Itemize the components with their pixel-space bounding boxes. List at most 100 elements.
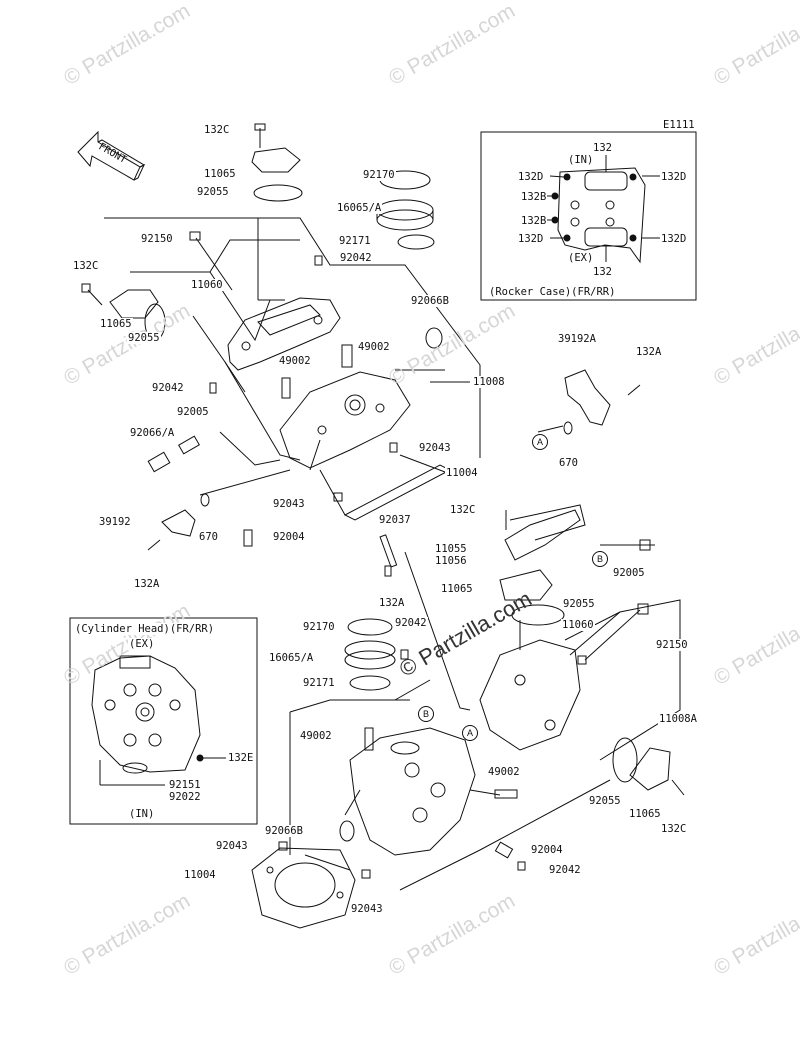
- part-label: 49002: [299, 730, 333, 742]
- cylinder-head-inset-frame: [69, 617, 258, 825]
- gasket-11004-b: [251, 847, 356, 929]
- clamp-92170-b: [347, 618, 393, 636]
- part-label: 92066/A: [129, 427, 176, 439]
- part-label: (IN): [128, 808, 156, 820]
- part-label: 92042: [339, 252, 373, 264]
- part-label: 132E: [227, 752, 255, 764]
- gasket-92055-c: [511, 604, 565, 626]
- part-label: 132D: [517, 171, 545, 183]
- part-label: 92004: [530, 844, 564, 856]
- part-label: 49002: [278, 355, 312, 367]
- rocker-inset-title: (Rocker Case)(FR/RR): [488, 286, 617, 298]
- gasket-92055-d: [612, 737, 638, 783]
- cylinder-head-inset-drawing: [91, 655, 226, 786]
- part-label: 11060: [190, 279, 224, 291]
- part-label: 670: [198, 531, 219, 543]
- part-label: 16065/A: [268, 652, 315, 664]
- part-label: 92151: [168, 779, 202, 791]
- callout-b: B: [592, 551, 608, 567]
- part-label: 11056: [434, 555, 468, 567]
- part-label: 92170: [362, 169, 396, 181]
- part-label: 92043: [418, 442, 452, 454]
- part-label: 39192A: [557, 333, 597, 345]
- diagram-code: E1111: [662, 119, 696, 131]
- part-label: 11065: [440, 583, 474, 595]
- cap-92066b-b: [339, 820, 355, 842]
- part-label: 11065: [203, 168, 237, 180]
- rocker-cover-upper: [227, 297, 341, 371]
- rocker-cover-lower: [479, 639, 581, 751]
- part-label: 92042: [394, 617, 428, 629]
- part-label: 49002: [487, 766, 521, 778]
- cylinder-head-upper: [279, 371, 411, 469]
- cover-11065-d: [629, 747, 671, 791]
- part-label: 132C: [203, 124, 231, 136]
- part-label: 16065/A: [336, 202, 383, 214]
- part-label: 132A: [133, 578, 161, 590]
- part-label: 92043: [215, 840, 249, 852]
- part-label: 92042: [151, 382, 185, 394]
- part-label: 92022: [168, 791, 202, 803]
- fitting-39192a: [564, 369, 611, 426]
- part-label: (EX): [128, 638, 156, 650]
- part-label: 92042: [548, 864, 582, 876]
- part-label: 92066B: [410, 295, 450, 307]
- part-label: 11065: [99, 318, 133, 330]
- rocker-case-inset-frame: [480, 131, 697, 301]
- bracket-11055: [504, 509, 581, 561]
- part-label: 39192: [98, 516, 132, 528]
- part-label: 132D: [660, 233, 688, 245]
- part-label: 132A: [378, 597, 406, 609]
- part-label: 132C: [449, 504, 477, 516]
- part-label: 132: [592, 142, 613, 154]
- part-label: 92055: [196, 186, 230, 198]
- part-label: 92004: [272, 531, 306, 543]
- part-label: 92055: [588, 795, 622, 807]
- part-label: 132C: [72, 260, 100, 272]
- cover-11065-a: [251, 147, 301, 173]
- cap-92066b-a: [425, 327, 443, 349]
- part-label: 92055: [127, 332, 161, 344]
- part-label: 132A: [635, 346, 663, 358]
- part-label: 132D: [517, 233, 545, 245]
- cover-11065-b: [109, 289, 159, 319]
- front-arrow-icon: [77, 130, 146, 181]
- part-label: 92005: [612, 567, 646, 579]
- clamp-92171-b: [349, 675, 391, 691]
- part-label: 670: [558, 457, 579, 469]
- part-label: 11060: [561, 619, 595, 631]
- part-label: (EX): [567, 252, 595, 264]
- callout-b: B: [418, 706, 434, 722]
- gasket-11004-a: [343, 464, 452, 521]
- part-label: 11008A: [658, 713, 698, 725]
- part-label: (IN): [567, 154, 595, 166]
- rocker-case-inset-drawing: [546, 155, 660, 264]
- part-label: 92150: [655, 639, 689, 651]
- part-label: 11065: [628, 808, 662, 820]
- part-label: 92170: [302, 621, 336, 633]
- part-label: 92055: [562, 598, 596, 610]
- part-label: 11055: [434, 543, 468, 555]
- part-label: 92066B: [264, 825, 304, 837]
- part-label: 92043: [350, 903, 384, 915]
- callout-a: A: [532, 434, 548, 450]
- part-label: 132C: [660, 823, 688, 835]
- fitting-39192: [161, 509, 196, 537]
- part-label: 132B: [520, 191, 548, 203]
- part-label: 92043: [272, 498, 306, 510]
- duct-16065-b: [344, 640, 396, 660]
- part-label: 92171: [338, 235, 372, 247]
- cylhead-inset-title: (Cylinder Head)(FR/RR): [74, 623, 216, 635]
- part-label: 92037: [378, 514, 412, 526]
- part-label: 92005: [176, 406, 210, 418]
- part-label: 49002: [357, 341, 391, 353]
- clamp-92171-a: [397, 234, 435, 250]
- part-label: 132B: [520, 215, 548, 227]
- cylinder-head-lower: [349, 727, 476, 856]
- part-label: 11008: [472, 376, 506, 388]
- callout-a: A: [462, 725, 478, 741]
- part-label: 11004: [445, 467, 479, 479]
- cover-11065-c: [499, 569, 553, 601]
